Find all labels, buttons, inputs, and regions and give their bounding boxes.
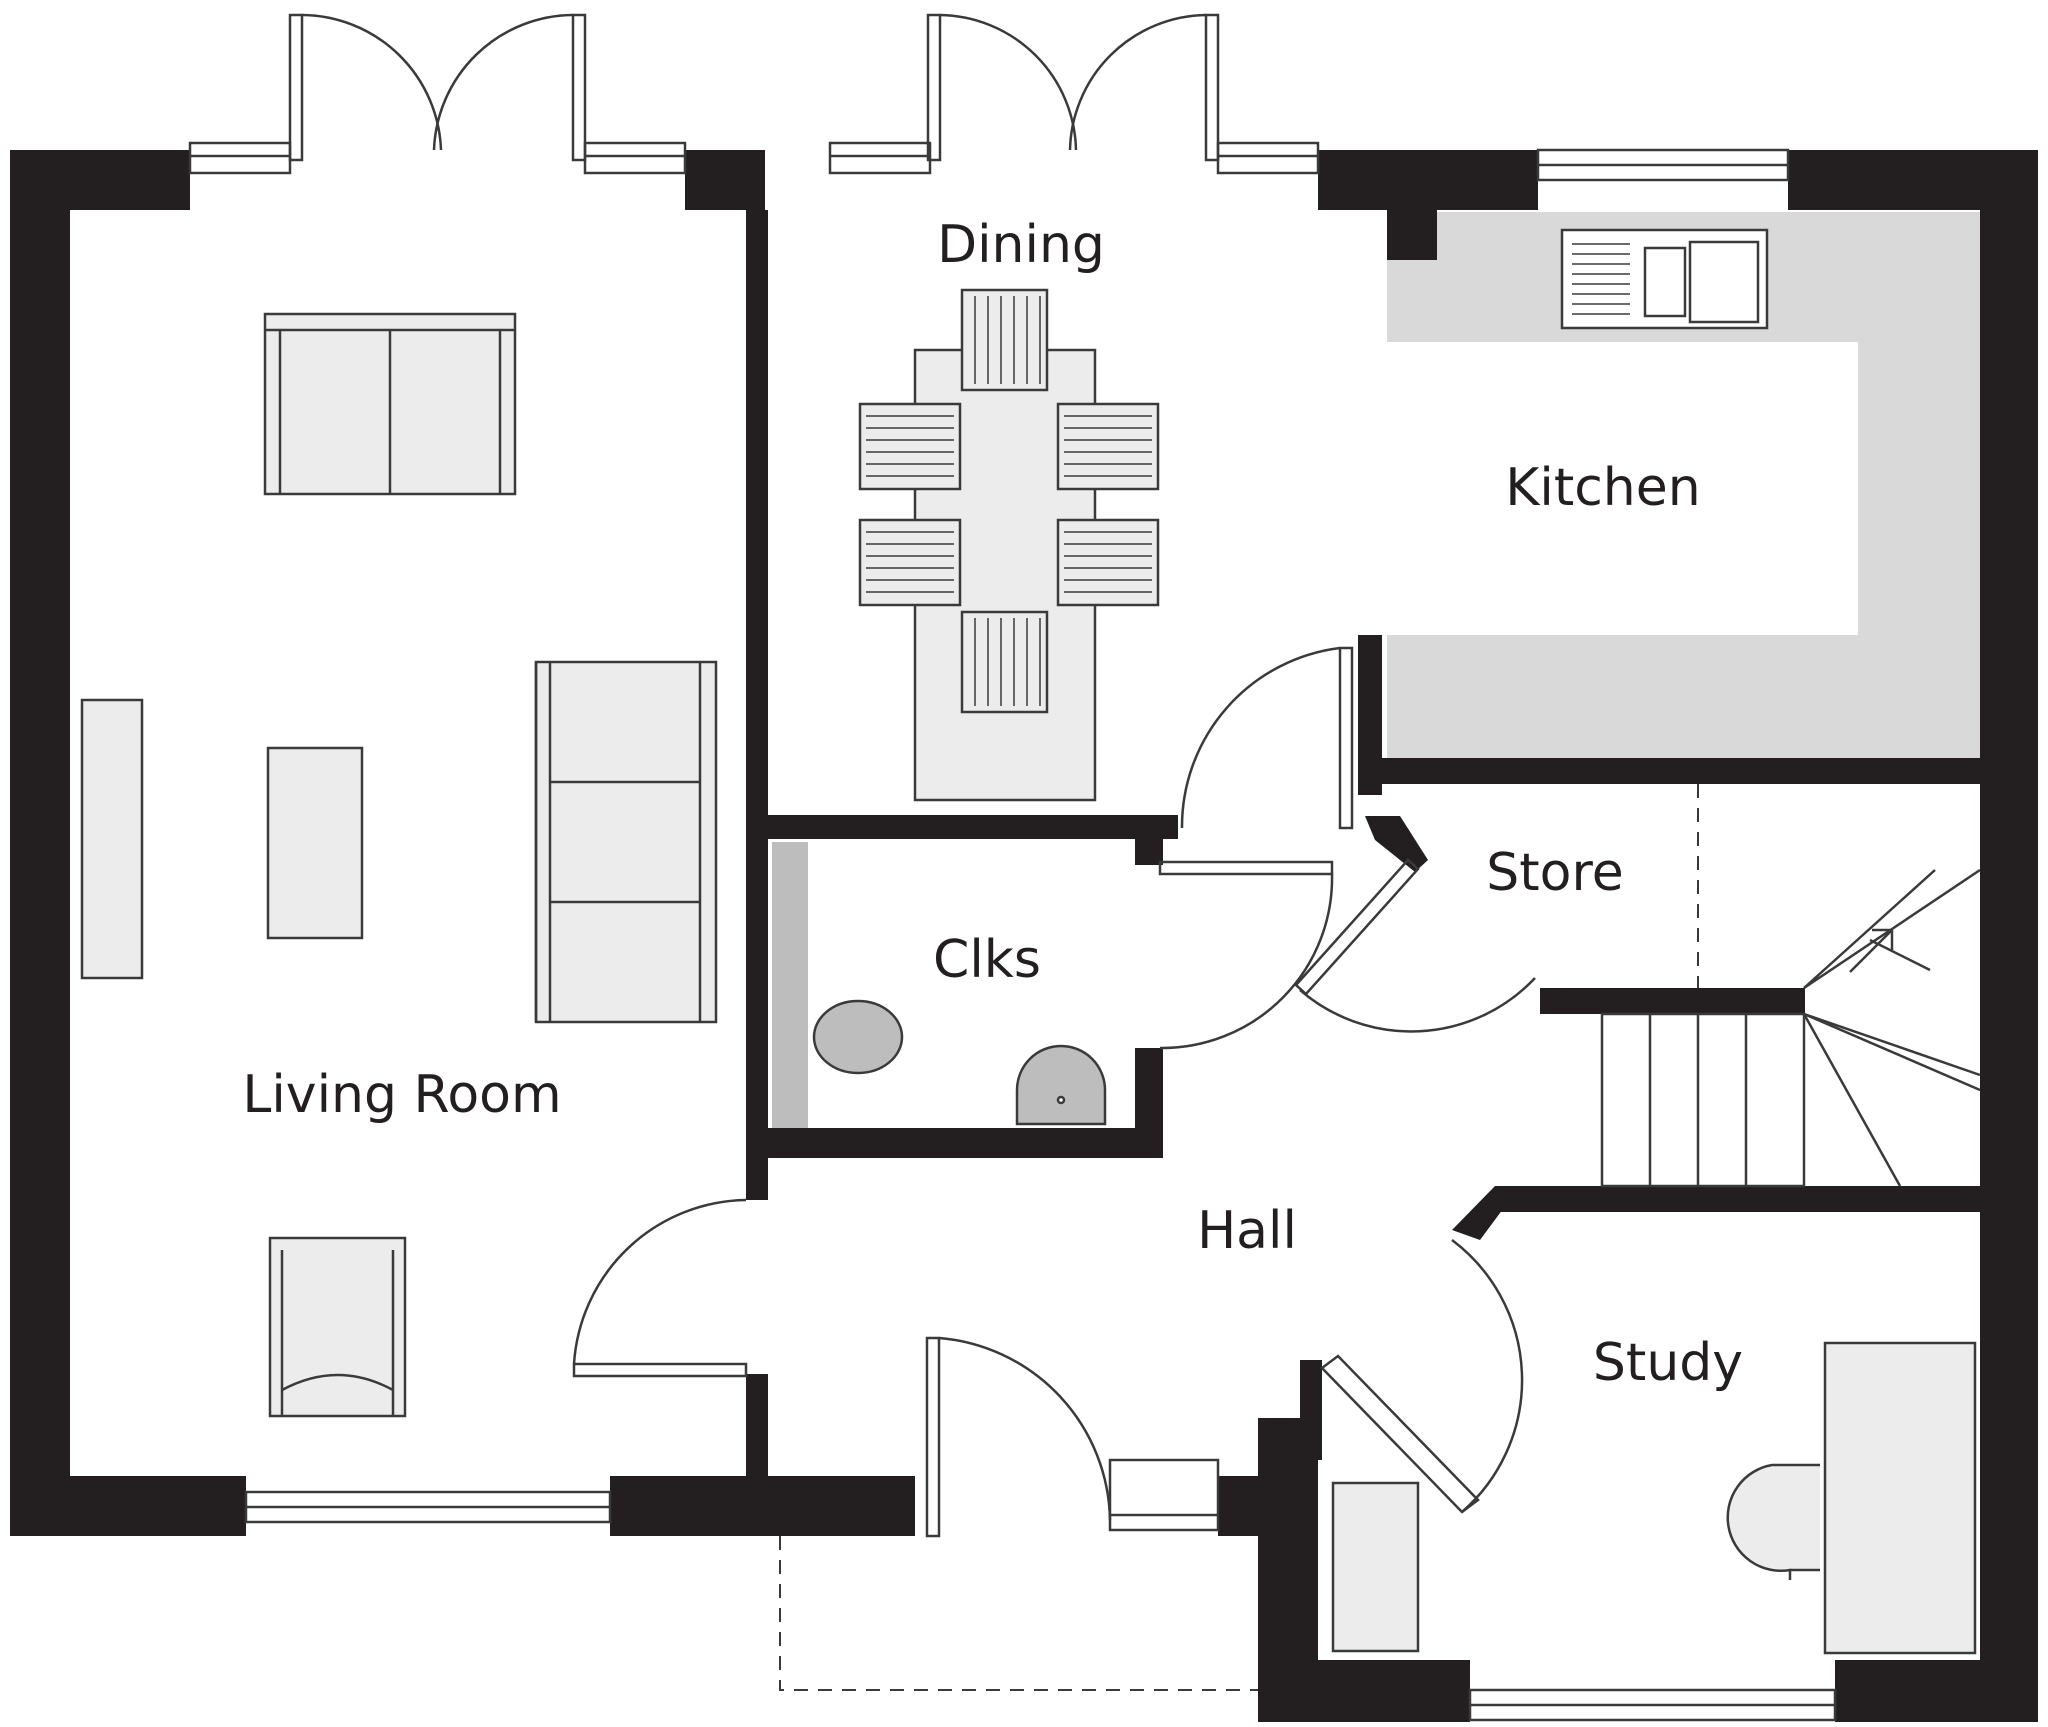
porch-outline <box>779 1536 1258 1691</box>
room-label-store: Store <box>1486 843 1623 903</box>
study-desk <box>1823 1341 1977 1655</box>
dining-chair <box>1056 518 1160 607</box>
room-label-study: Study <box>1593 1333 1743 1393</box>
study-furniture <box>1331 1341 1977 1655</box>
coffee-table <box>266 746 364 940</box>
sofa-three-seat <box>534 660 718 1024</box>
internal-doors <box>572 646 1536 1538</box>
french-doors <box>288 13 1220 162</box>
dining-chair <box>1056 402 1160 491</box>
basin <box>1015 1044 1107 1126</box>
room-label-clks: Clks <box>933 930 1041 990</box>
walls <box>10 150 2038 1722</box>
kitchen-sink <box>1560 228 1769 330</box>
dining-furniture <box>858 288 1160 802</box>
room-label-kitchen: Kitchen <box>1505 458 1700 518</box>
cloakroom-shelf <box>772 842 808 1128</box>
study-chair <box>1726 1463 1820 1580</box>
dining-chair <box>858 518 962 607</box>
dining-chair-slats <box>866 296 1152 706</box>
toilet <box>812 999 904 1075</box>
cloakroom-fixtures <box>812 999 1107 1126</box>
dining-chair <box>960 288 1049 392</box>
room-label-hall: Hall <box>1197 1201 1297 1261</box>
room-label-dining: Dining <box>937 215 1105 275</box>
room-label-living: Living Room <box>242 1065 561 1125</box>
study-cabinet <box>1331 1481 1420 1653</box>
living-room-furniture <box>80 312 718 1418</box>
armchair <box>268 1236 407 1418</box>
staircase <box>1600 868 1981 1188</box>
tv-unit <box>80 698 144 980</box>
dining-chair <box>960 610 1049 714</box>
dining-chair <box>858 402 962 491</box>
